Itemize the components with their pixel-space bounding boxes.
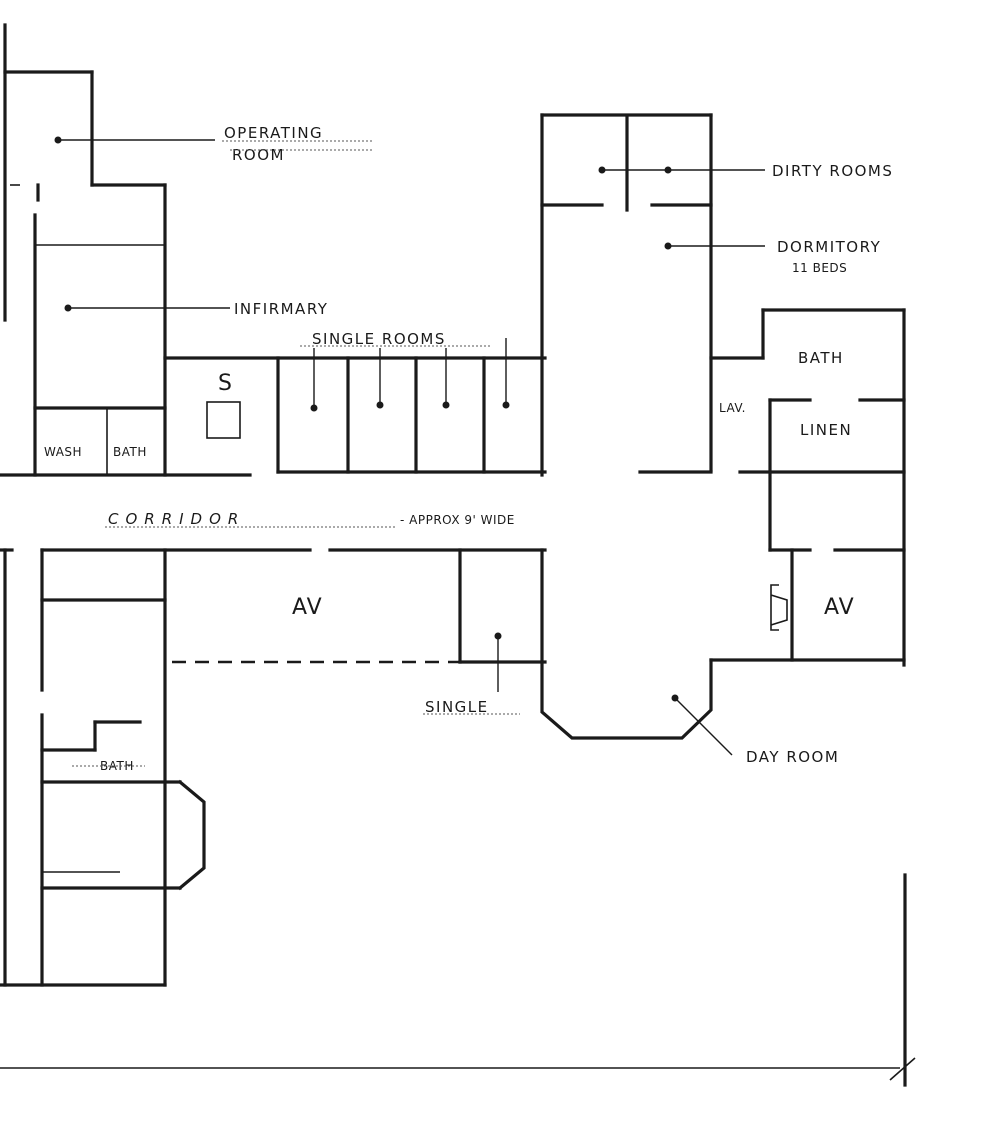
dimension-lines [0, 873, 916, 1087]
single-rooms-walls [163, 356, 547, 474]
label-corridor: CORRIDOR [108, 510, 245, 528]
label-day-room: DAY ROOM [746, 748, 839, 766]
label-dirty-rooms: DIRTY ROOMS [772, 162, 893, 180]
label-lav: LAV. [719, 401, 746, 415]
dormitory-walls [540, 113, 713, 477]
label-bath-right: BATH [798, 349, 844, 367]
label-dormitory: DORMITORY [777, 238, 881, 256]
lower-left-walls [0, 548, 206, 987]
door-swing [770, 584, 788, 631]
label-single-rooms: SINGLE ROOMS [312, 330, 446, 348]
label-operating-room: OPERATING [224, 124, 323, 142]
label-infirmary: INFIRMARY [234, 300, 328, 318]
label-av-center: AV [292, 595, 323, 620]
label-s: S [218, 371, 233, 396]
right-wing-walls [709, 308, 906, 667]
label-av-right: AV [824, 595, 855, 620]
label-bath-left: BATH [113, 445, 147, 459]
label-wash: WASH [44, 445, 82, 459]
label-corridor-width: - APPROX 9' WIDE [400, 513, 515, 527]
left-wing-walls [0, 23, 252, 477]
label-operating-room-2: ROOM [232, 146, 285, 164]
label-linen: LINEN [800, 421, 852, 439]
lower-walls [0, 548, 713, 987]
room-labels: OPERATING ROOM DIRTY ROOMS DORMITORY 11 … [44, 124, 893, 773]
shower-fixture [206, 401, 241, 439]
label-single: SINGLE [425, 698, 489, 716]
leader-lines [54, 136, 765, 756]
label-dormitory-beds: 11 BEDS [792, 261, 847, 275]
